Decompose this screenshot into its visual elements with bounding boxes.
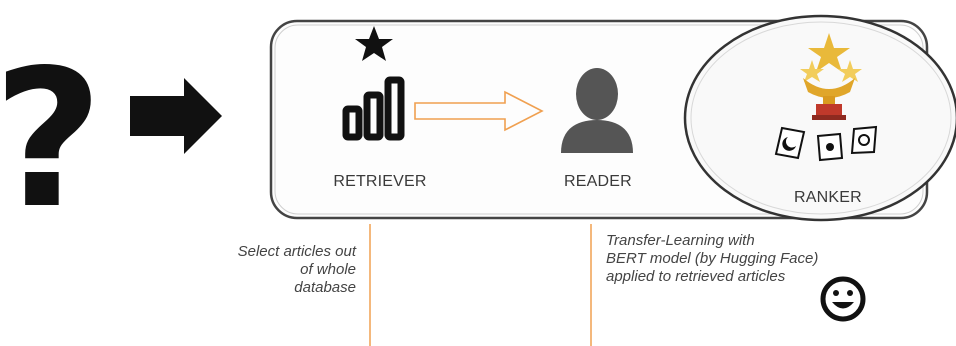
- retriever-note: Select articles out of whole database: [196, 243, 356, 297]
- star-icon: [355, 26, 393, 61]
- person-icon: [561, 68, 633, 153]
- smiley-face-icon: [820, 276, 866, 322]
- retriever-note-line: Select articles out: [237, 243, 356, 260]
- flow-arrow-icon: [414, 90, 544, 132]
- right-arrow-icon: [130, 78, 222, 154]
- stage-label-ranker: RANKER: [794, 189, 862, 206]
- reader-note-line: Transfer-Learning with: [606, 232, 755, 249]
- retriever-note-line: of whole: [300, 261, 356, 278]
- trophy-icon: [800, 33, 862, 120]
- reader-note-line: applied to retrieved articles: [606, 268, 786, 285]
- stage-label-retriever: RETRIEVER: [333, 173, 427, 190]
- stage-label-reader: READER: [564, 173, 632, 190]
- reader-note: Transfer-Learning with BERT model (by Hu…: [606, 232, 866, 286]
- question-mark-icon: ?: [0, 29, 103, 250]
- card-icons: [774, 125, 878, 162]
- retriever-note-line: database: [294, 279, 356, 296]
- reader-note-line: BERT model (by Hugging Face): [606, 250, 819, 267]
- bar-chart-icon: [342, 76, 405, 141]
